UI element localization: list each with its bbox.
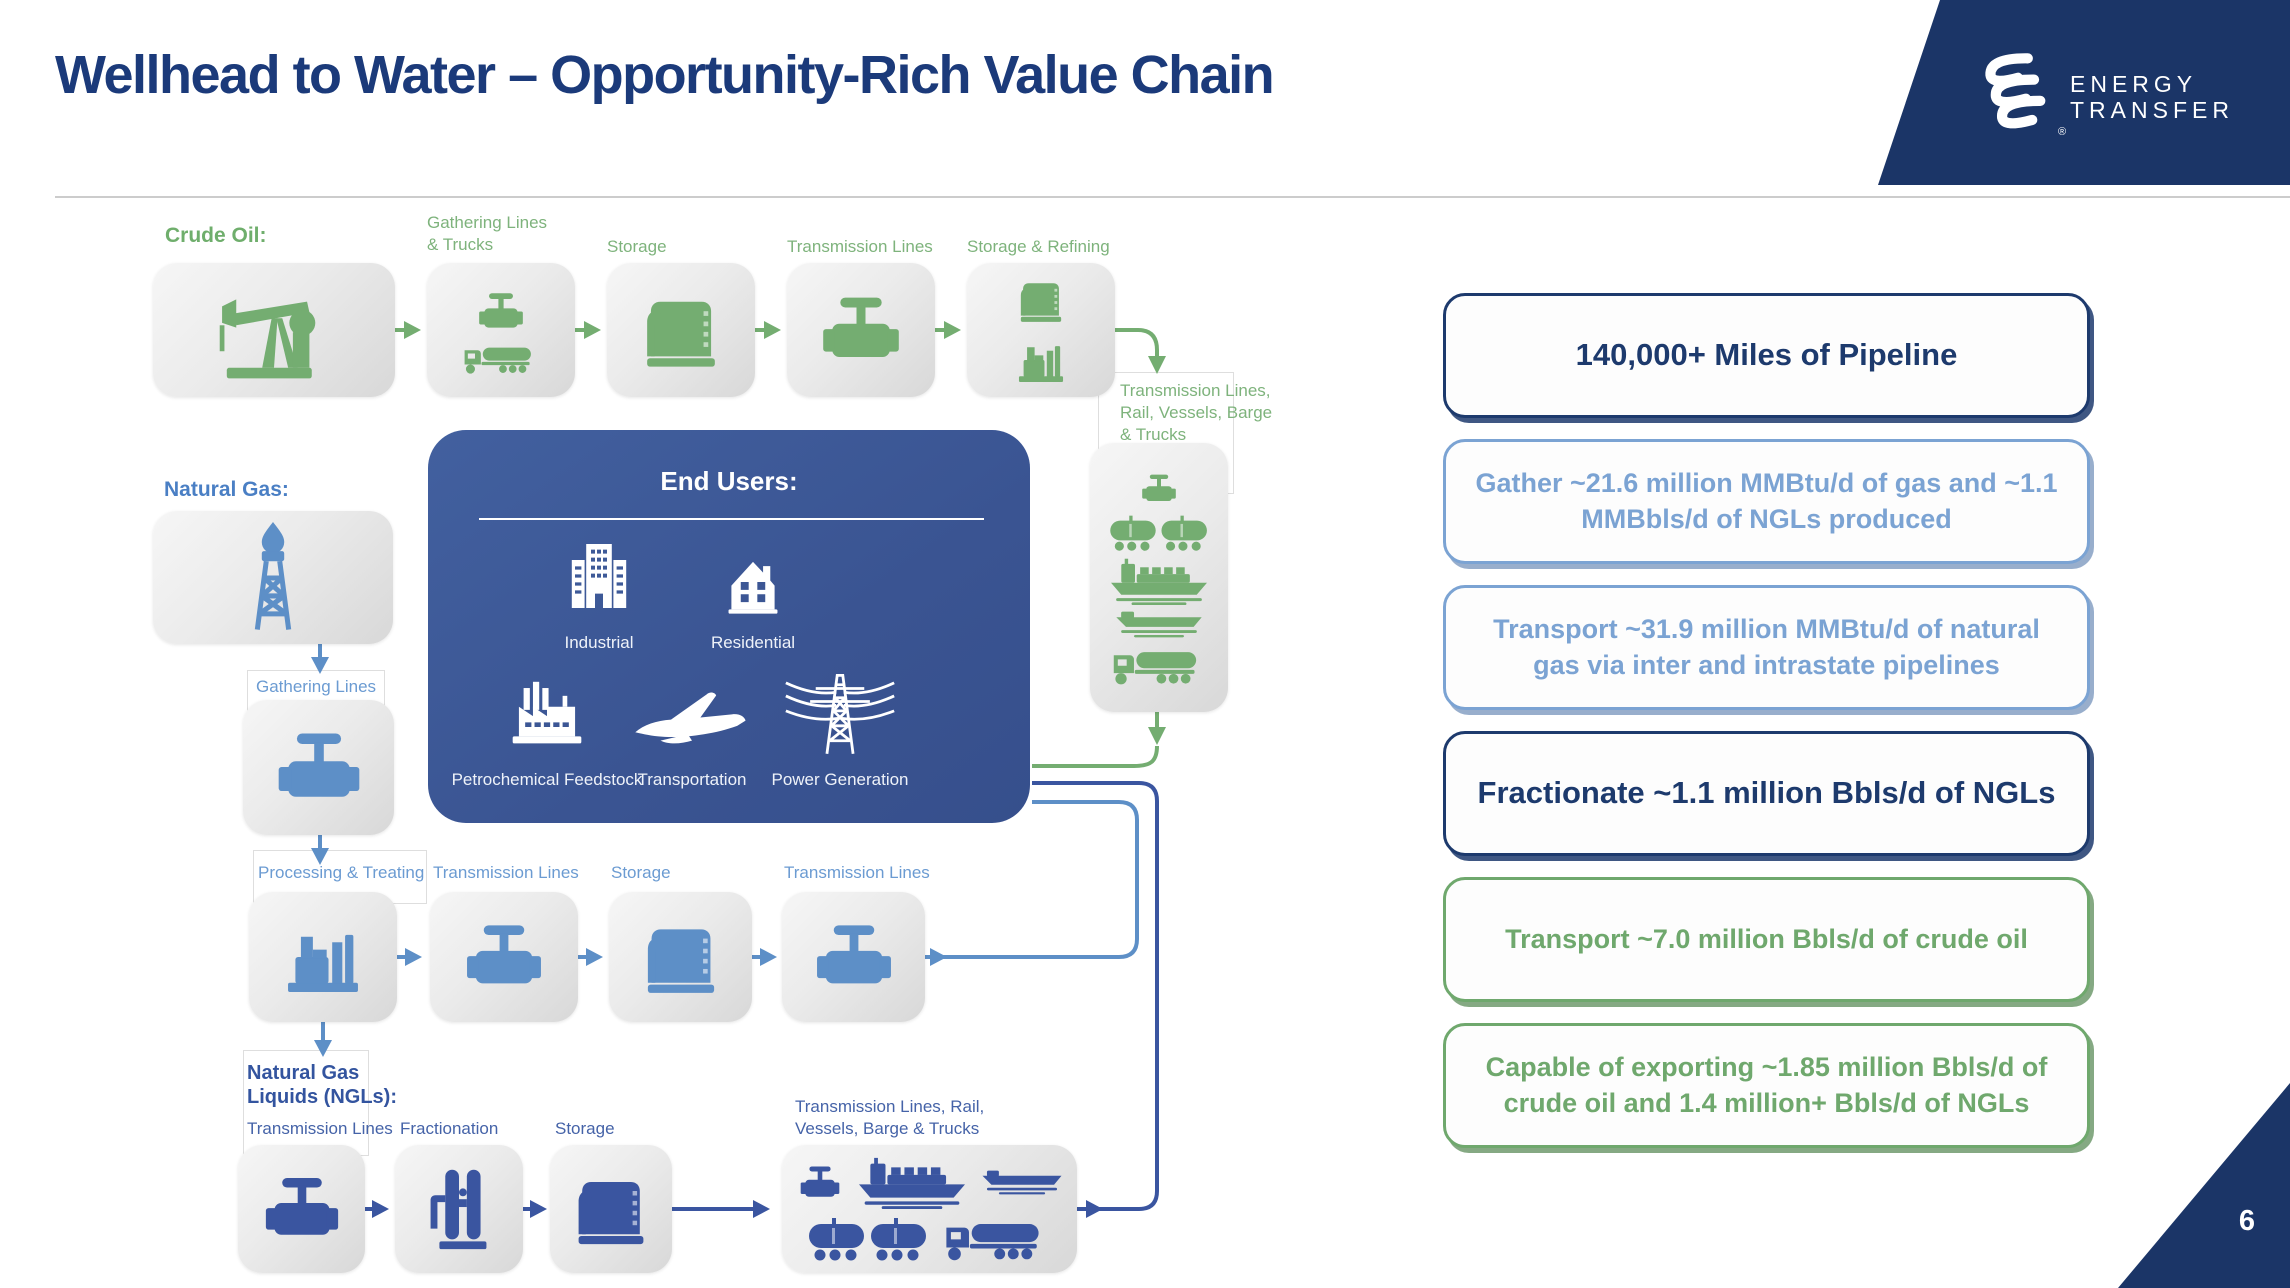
stat-box-fractionate: Fractionate ~1.1 million Bbls/d of NGLs bbox=[1443, 731, 2090, 856]
crude-step-label-gathering: Gathering Lines & Trucks bbox=[427, 213, 548, 254]
tanker-vessel-icon bbox=[855, 1156, 969, 1209]
transmission-tower-icon bbox=[784, 662, 896, 756]
rail-tank-cars-icon bbox=[1108, 514, 1210, 552]
end-user-label: Petrochemical Feedstock bbox=[451, 770, 643, 789]
ngl-fractionation-box bbox=[395, 1145, 523, 1273]
gas-wellhead-box bbox=[153, 511, 393, 644]
registered-mark: ® bbox=[2058, 126, 2067, 138]
barge-icon bbox=[981, 1169, 1063, 1196]
airplane-icon bbox=[629, 686, 755, 749]
crude-storage-box bbox=[607, 263, 755, 397]
ngl-transport-label: Transmission Lines, Rail, Vessels, Barge… bbox=[795, 1097, 985, 1138]
crude-transport-label: Transmission Lines, Rail, Vessels, Barge… bbox=[1120, 381, 1273, 444]
energy-transfer-swirl-icon bbox=[1985, 53, 2046, 129]
logo-line-energy: ENERGY bbox=[2070, 71, 2198, 97]
crude-transport-box bbox=[1090, 443, 1228, 712]
stat-box-pipeline-miles: 140,000+ Miles of Pipeline bbox=[1443, 293, 2090, 418]
stat-box-export-capacity: Capable of exporting ~1.85 million Bbls/… bbox=[1443, 1023, 2090, 1148]
gas-storage-box bbox=[609, 892, 752, 1022]
gas-step-label-transmission2: Transmission Lines bbox=[784, 863, 930, 882]
stat-box-transport-crude: Transport ~7.0 million Bbls/d of crude o… bbox=[1443, 877, 2090, 1002]
processing-plant-icon bbox=[277, 911, 369, 1003]
pipeline-valve-icon bbox=[810, 913, 898, 1001]
crude-step-label-storage: Storage bbox=[607, 237, 667, 256]
end-user-label: Transportation bbox=[637, 770, 747, 789]
stat-text: Gather ~21.6 million MMBtu/d of gas and … bbox=[1475, 468, 2058, 534]
end-user-label: Power Generation bbox=[771, 770, 909, 789]
rail-tank-cars-icon bbox=[808, 1216, 928, 1262]
header-divider bbox=[55, 196, 2290, 198]
tanker-truck-icon bbox=[1110, 644, 1208, 686]
pipeline-valve-icon bbox=[259, 1166, 345, 1252]
gas-transmission-box-1 bbox=[430, 892, 578, 1022]
storage-tank-icon bbox=[635, 911, 727, 1003]
gas-rig-icon bbox=[217, 522, 329, 634]
ngl-transmission-box bbox=[238, 1145, 365, 1273]
ngl-step-label-transmission: Transmission Lines bbox=[247, 1119, 393, 1138]
storage-tank-icon bbox=[1013, 272, 1069, 328]
storage-tank-icon bbox=[566, 1164, 656, 1254]
stat-text: 140,000+ Miles of Pipeline bbox=[1575, 337, 1958, 373]
tanker-truck-icon bbox=[462, 341, 540, 375]
pumpjack-icon bbox=[215, 271, 333, 389]
fractionation-towers-icon bbox=[410, 1160, 508, 1258]
factory-icon bbox=[506, 674, 588, 752]
stat-box-gather: Gather ~21.6 million MMBtu/d of gas and … bbox=[1443, 439, 2090, 564]
end-user-label: Industrial bbox=[564, 633, 634, 652]
crude-refining-box bbox=[967, 263, 1115, 397]
crude-step-label-transmission: Transmission Lines bbox=[787, 237, 933, 256]
corner-triangle bbox=[2118, 1083, 2290, 1288]
storage-tank-icon bbox=[634, 283, 728, 377]
end-users-panel: End Users: Industrial Residential Petroc… bbox=[428, 430, 1030, 823]
house-icon bbox=[717, 546, 789, 618]
barge-icon bbox=[1113, 610, 1205, 639]
gas-gathering-label: Gathering Lines bbox=[256, 677, 377, 696]
end-users-title: End Users: bbox=[660, 466, 798, 496]
crude-transmission-box bbox=[787, 263, 935, 397]
office-building-icon bbox=[559, 533, 639, 619]
crude-step-label-refining: Storage & Refining bbox=[967, 237, 1110, 256]
page-title: Wellhead to Water – Opportunity-Rich Val… bbox=[55, 45, 1275, 105]
stat-text: Transport ~7.0 million Bbls/d of crude o… bbox=[1505, 923, 2028, 954]
ngl-storage-box bbox=[550, 1145, 672, 1273]
natural-gas-section-label: Natural Gas: bbox=[164, 478, 289, 501]
ngl-transport-row-1 bbox=[797, 1156, 1063, 1209]
end-user-label: Residential bbox=[710, 633, 796, 652]
stat-text: Transport ~31.9 million MMBtu/d of natur… bbox=[1493, 614, 2040, 680]
refinery-icon bbox=[1012, 331, 1070, 389]
ngl-step-label-fractionation: Fractionation bbox=[400, 1119, 499, 1138]
crude-wellhead-box bbox=[153, 263, 395, 397]
pipeline-valve-icon bbox=[271, 720, 367, 816]
crude-gathering-box bbox=[427, 263, 575, 397]
pipeline-valve-icon bbox=[1139, 469, 1179, 509]
gas-transmission-box-2 bbox=[782, 892, 925, 1022]
gas-step-label-storage: Storage bbox=[611, 863, 671, 882]
crude-oil-section-label: Crude Oil: bbox=[165, 224, 267, 247]
page-number: 6 bbox=[2238, 1205, 2256, 1237]
pipeline-valve-icon bbox=[475, 286, 527, 338]
logo-line-transfer: TRANSFER bbox=[2070, 96, 2234, 123]
stat-text: Capable of exporting ~1.85 million Bbls/… bbox=[1485, 1052, 2048, 1118]
ngl-step-label-storage: Storage bbox=[555, 1119, 615, 1138]
pipeline-valve-icon bbox=[797, 1160, 843, 1206]
ngl-transport-row-2 bbox=[808, 1215, 1052, 1262]
ngl-transport-box bbox=[782, 1145, 1077, 1273]
gas-processing-box bbox=[249, 892, 397, 1022]
end-users-underline bbox=[479, 518, 984, 520]
ngl-section-label: Natural Gas Liquids (NGLs): bbox=[247, 1062, 397, 1108]
tanker-truck-icon bbox=[942, 1215, 1052, 1262]
logo-wordmark: ENERGY TRANSFER bbox=[2070, 71, 2234, 124]
gas-step-label-processing: Processing & Treating bbox=[258, 863, 425, 882]
energy-transfer-logo: ® ENERGY TRANSFER bbox=[1878, 0, 2290, 185]
pipeline-valve-icon bbox=[816, 285, 906, 375]
gas-gathering-box bbox=[243, 700, 394, 835]
pipeline-valve-icon bbox=[460, 913, 548, 1001]
label-plate bbox=[243, 1050, 369, 1156]
stat-box-transport-gas: Transport ~31.9 million MMBtu/d of natur… bbox=[1443, 585, 2090, 710]
gas-step-label-transmission1: Transmission Lines bbox=[433, 863, 579, 882]
tanker-vessel-icon bbox=[1105, 557, 1213, 605]
stat-text: Fractionate ~1.1 million Bbls/d of NGLs bbox=[1477, 775, 2056, 811]
